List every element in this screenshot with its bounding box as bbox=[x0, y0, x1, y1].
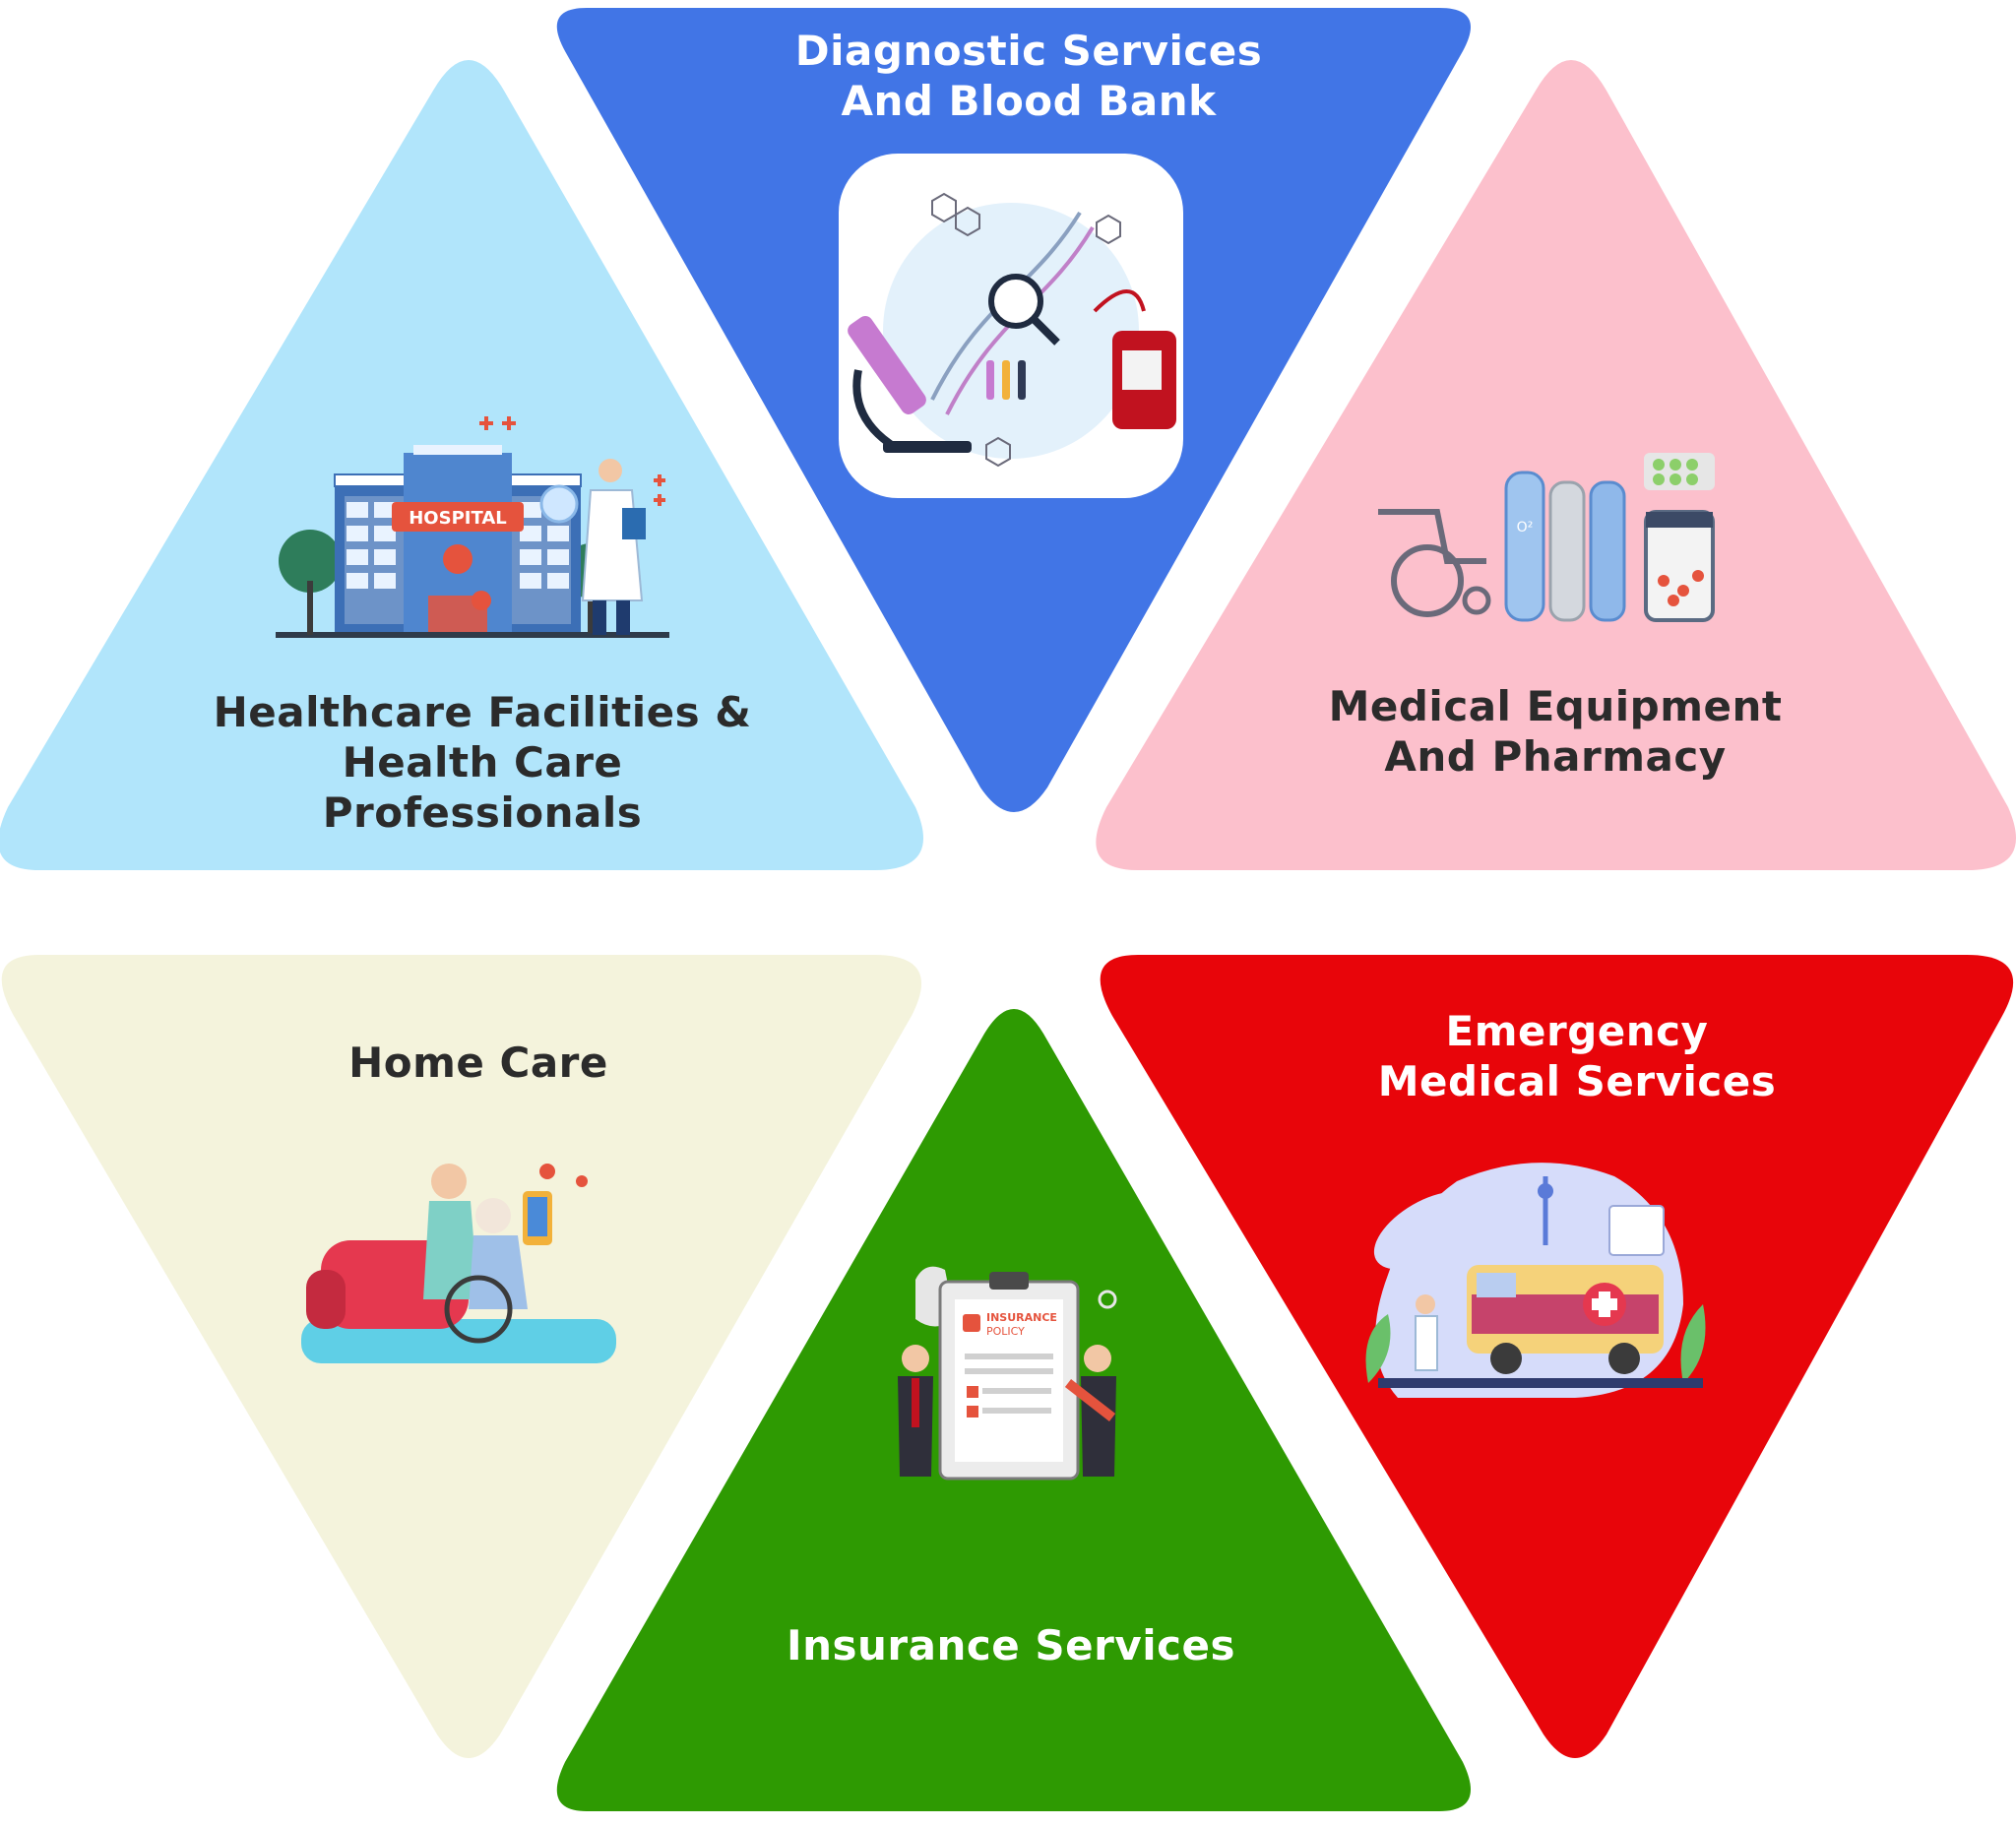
diagnostic-label-line-1: Diagnostic Services bbox=[794, 27, 1263, 75]
hospital-doctor-icon: HOSPITAL bbox=[276, 416, 669, 638]
segment-diagnostic bbox=[556, 8, 1471, 812]
segment-insurance: INSURANCE POLICY bbox=[556, 1009, 1471, 1811]
ambulance-paramedics-icon bbox=[1365, 1163, 1706, 1398]
healthcare-label: Healthcare Facilities & Health Care Prof… bbox=[108, 687, 856, 838]
nurse-wheelchair-patient-icon bbox=[301, 1164, 616, 1363]
segment-emergency bbox=[1100, 955, 2014, 1758]
policy-title: INSURANCE bbox=[986, 1311, 1057, 1324]
wheelchair-oxygen-pills-icon: O² bbox=[1378, 453, 1715, 622]
policy-subtitle: POLICY bbox=[986, 1325, 1025, 1338]
hospital-sign: HOSPITAL bbox=[409, 508, 507, 529]
insurance-label-line-1: Insurance Services bbox=[787, 1621, 1235, 1670]
segment-healthcare: HOSPITAL bbox=[0, 60, 923, 870]
diagnostic-label: Diagnostic Services And Blood Bank bbox=[655, 26, 1403, 126]
emergency-label-line-2: Medical Services bbox=[1377, 1057, 1777, 1105]
equipment-label: Medical Equipment And Pharmacy bbox=[1181, 681, 1929, 782]
emergency-label: Emergency Medical Services bbox=[1203, 1006, 1951, 1106]
healthcare-label-line-2: Health Care bbox=[342, 738, 623, 787]
segment-homecare bbox=[1, 955, 922, 1758]
equipment-label-line-1: Medical Equipment bbox=[1328, 682, 1783, 730]
insurance-label: Insurance Services bbox=[637, 1620, 1385, 1670]
microscope-dna-blood-bag-icon bbox=[839, 154, 1183, 498]
insurance-policy-icon: INSURANCE POLICY bbox=[898, 1266, 1117, 1480]
homecare-label: Home Care bbox=[104, 1038, 852, 1088]
oxygen-label: O² bbox=[1517, 520, 1534, 536]
equipment-label-line-2: And Pharmacy bbox=[1384, 732, 1727, 781]
emergency-label-line-1: Emergency bbox=[1445, 1007, 1709, 1055]
healthcare-label-line-3: Professionals bbox=[322, 788, 643, 837]
homecare-label-line-1: Home Care bbox=[348, 1039, 608, 1087]
healthcare-label-line-1: Healthcare Facilities & bbox=[213, 688, 752, 736]
segment-equipment: O² bbox=[1096, 60, 2016, 870]
equipment-triangle bbox=[1096, 60, 2016, 870]
diagnostic-label-line-2: And Blood Bank bbox=[841, 77, 1217, 125]
